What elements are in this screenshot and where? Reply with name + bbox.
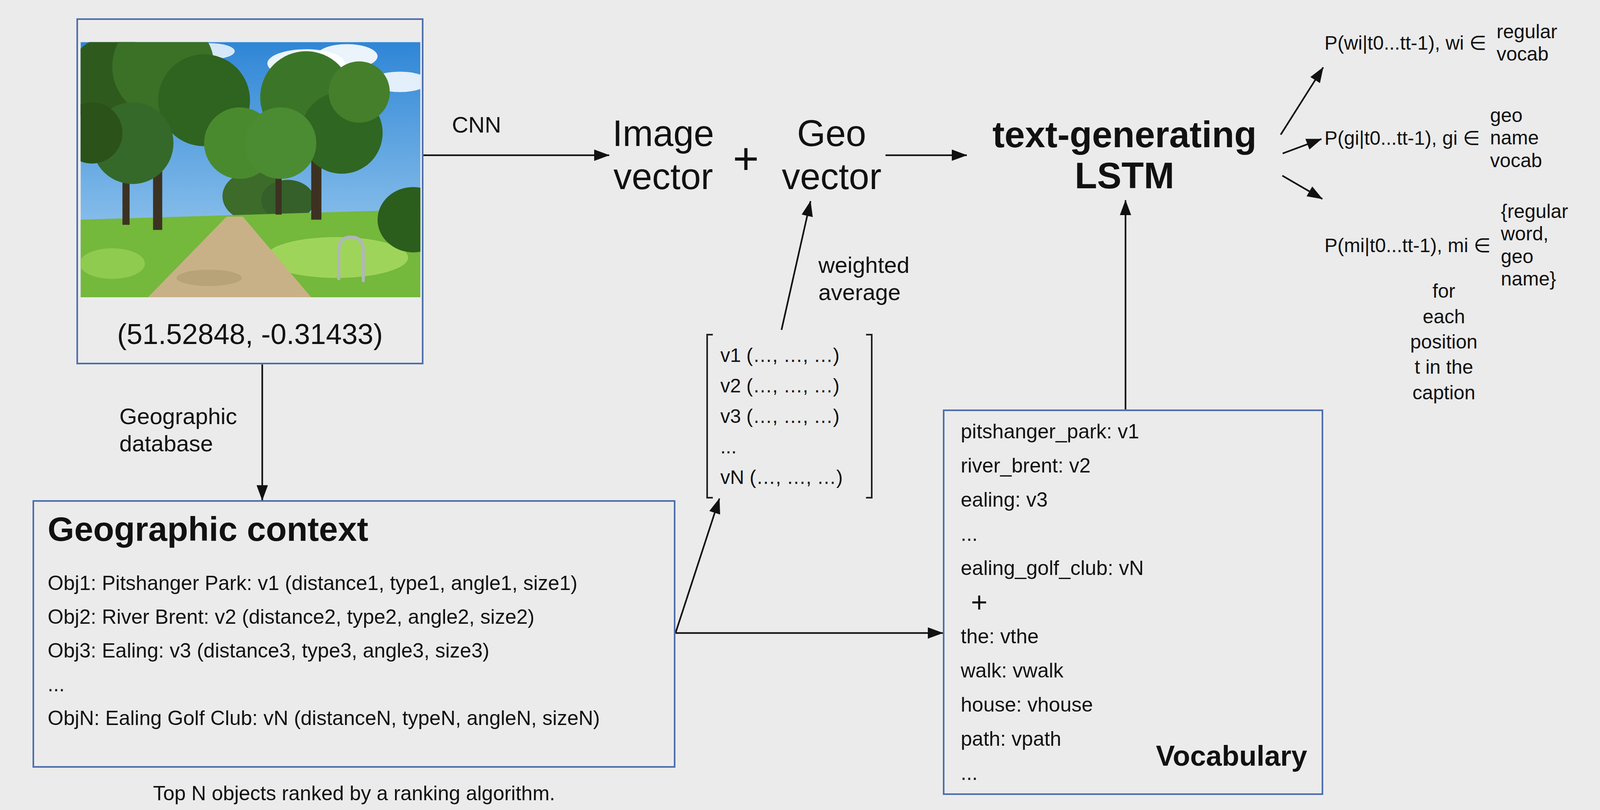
matrix-row: vN (…, …, …) <box>720 461 861 493</box>
output-probability: P(mi|t0...tt-1), mi ∈ {regular word, geo … <box>1324 199 1568 290</box>
vocabulary-text: Vocabulary <box>1155 739 1307 772</box>
arrow-connector <box>675 631 943 634</box>
vocabulary-text: ealing: v3 <box>960 482 1144 517</box>
output-probability: P(wi|t0...tt-1), wi ∈ regular vocab <box>1324 20 1558 66</box>
matrix-row: v1 (…, …, …) <box>720 339 861 371</box>
geo-context-box: Geographic contextObj1: Pitshanger Park:… <box>32 499 676 768</box>
probability-text: {regular word, geo name} <box>1500 199 1568 290</box>
vocabulary-text: path: vpath <box>960 721 1144 756</box>
arrow-connector <box>675 498 720 633</box>
edge-label: CNN <box>451 110 502 139</box>
label-holder: + <box>732 133 759 183</box>
probability-text: P(mi|t0...tt-1), mi ∈ <box>1324 233 1491 257</box>
edge-label-holder: CNN <box>451 110 502 139</box>
coordinates-text: (51.52848, -0.31433) <box>117 317 383 351</box>
photo-part <box>80 248 145 279</box>
note-text: for each position t in the caption <box>1410 278 1478 406</box>
lstm-text: text-generating LSTM <box>970 114 1279 197</box>
photo-part <box>176 269 242 286</box>
photo-part <box>377 186 421 253</box>
photo-part <box>245 107 317 179</box>
context-text: Obj2: River Brent: v2 (distance2, type2,… <box>47 599 662 634</box>
arrow-connector <box>885 154 967 157</box>
photo-part <box>147 216 312 298</box>
photo-part <box>338 236 364 282</box>
vocabulary-text: ealing_golf_club: vN <box>960 550 1144 585</box>
vocabulary-box: pitshanger_park: v1river_brent: v2ealing… <box>942 409 1323 795</box>
arrow-connector <box>781 201 811 330</box>
vector-text: Geo vector <box>781 112 882 198</box>
vector-text: Image vector <box>612 112 715 198</box>
vocabulary-text: the: vthe <box>960 618 1144 654</box>
context-text: ObjN: Ealing Golf Club: vN (distanceN, t… <box>47 701 662 735</box>
arrow-connector <box>1282 175 1323 199</box>
arrow-connector <box>1124 199 1127 409</box>
caption-note: Top N objects ranked by a ranking algori… <box>153 781 556 805</box>
edge-label-holder: weighted average <box>818 251 910 306</box>
photo-part <box>80 102 123 164</box>
arrow-connector <box>423 154 610 157</box>
probability-text: P(gi|t0...tt-1), gi ∈ <box>1324 126 1480 150</box>
photo-box: (51.52848, -0.31433) <box>76 18 424 365</box>
vocabulary-text: walk: vwalk <box>960 653 1144 688</box>
vocabulary-text: house: vhouse <box>960 687 1144 722</box>
vector-matrix: v1 (…, …, …)v2 (…, …, …)v3 (…, …, …)...v… <box>706 333 873 499</box>
edge-label: Geographic database <box>119 402 238 457</box>
vocabulary-text: ... <box>960 516 1144 551</box>
photo-part <box>80 41 421 298</box>
vocabulary-text: + <box>960 584 1144 619</box>
matrix-row: ... <box>720 431 861 462</box>
edge-label-holder: Geographic database <box>119 402 238 457</box>
output-probability: P(gi|t0...tt-1), gi ∈ geo name vocab <box>1324 104 1542 172</box>
matrix-row: v2 (…, …, …) <box>720 370 861 401</box>
photo-part <box>328 61 390 123</box>
arrow-connector <box>1280 67 1324 135</box>
matrix-row: v3 (…, …, …) <box>720 400 861 432</box>
vocabulary-text: river_brent: v2 <box>960 448 1144 483</box>
context-text: Obj3: Ealing: v3 (distance3, type3, angl… <box>47 633 662 668</box>
probability-text: regular vocab <box>1496 20 1557 66</box>
context-text: Geographic context <box>47 508 662 550</box>
vector-label: Geo vector <box>781 112 882 198</box>
context-text: ... <box>47 667 662 702</box>
vector-label: Image vector <box>612 112 715 198</box>
plus-sign: + <box>732 133 759 183</box>
lstm-label: text-generating LSTM <box>970 114 1279 197</box>
edge-label: weighted average <box>818 251 910 306</box>
arrow-connector <box>261 364 263 500</box>
arrow-connector <box>1282 138 1322 154</box>
probability-text: geo name vocab <box>1489 104 1542 172</box>
context-text: Obj1: Pitshanger Park: v1 (distance1, ty… <box>47 566 662 600</box>
label-holder: Top N objects ranked by a ranking algori… <box>153 781 556 805</box>
label-holder: for each position t in the caption <box>1410 278 1478 406</box>
vocabulary-text: ... <box>960 755 1144 790</box>
probability-text: P(wi|t0...tt-1), wi ∈ <box>1324 31 1487 55</box>
vocabulary-text: pitshanger_park: v1 <box>960 414 1144 449</box>
